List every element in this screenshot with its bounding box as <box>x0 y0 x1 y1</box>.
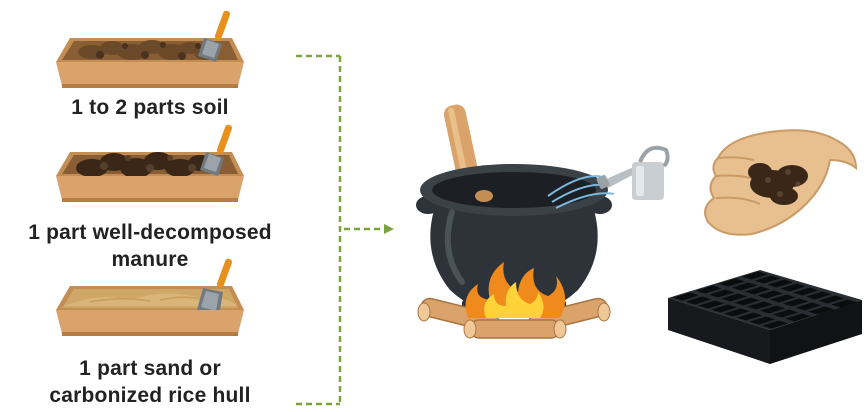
sand-caption-line-1: 1 part sand or <box>0 355 300 382</box>
sand-caption: 1 part sand or carbonized rice hull <box>0 355 300 409</box>
manure-tray-icon <box>56 124 244 202</box>
soil-tray-icon <box>56 10 244 88</box>
manure-caption: 1 part well-decomposed manure <box>0 219 300 273</box>
soil-caption-line-1: 1 to 2 parts soil <box>0 94 300 121</box>
hand-with-soil-icon <box>705 130 856 235</box>
connector-arrow <box>384 224 394 234</box>
seedling-tray-icon <box>668 270 862 364</box>
connector-bracket <box>296 56 384 404</box>
manure-caption-line-2: manure <box>0 246 300 273</box>
sand-caption-line-2: carbonized rice hull <box>0 382 300 409</box>
manure-caption-line-1: 1 part well-decomposed <box>0 219 300 246</box>
soil-caption: 1 to 2 parts soil <box>0 94 300 121</box>
